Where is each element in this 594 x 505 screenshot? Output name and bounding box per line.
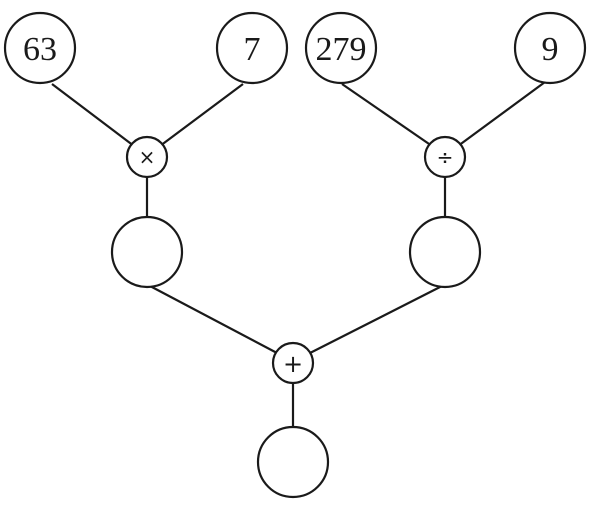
product-result-circle xyxy=(110,215,184,289)
input-circle-9 xyxy=(513,11,587,85)
divide-icon: ÷ xyxy=(437,145,454,169)
input-value-7: 7 xyxy=(244,31,261,68)
edges xyxy=(51,81,546,426)
edge-product-to-add xyxy=(149,285,278,354)
multiply-icon: × xyxy=(139,145,156,169)
add-operator-node: + xyxy=(271,341,315,385)
input-circle-7 xyxy=(215,11,289,85)
input-circle-63 xyxy=(3,11,77,85)
quotient-result-circle xyxy=(408,215,482,289)
input-value-63: 63 xyxy=(23,31,57,68)
sum-result-node xyxy=(256,425,330,499)
divide-operator-node: ÷ xyxy=(423,135,467,179)
multiply-operator-circle xyxy=(125,135,169,179)
edge-7-to-multiply xyxy=(159,83,244,147)
multiply-operator-node: × xyxy=(125,135,169,179)
input-node-63: 63 xyxy=(3,11,77,85)
add-operator-circle xyxy=(271,341,315,385)
quotient-result-node xyxy=(408,215,482,289)
input-node-7: 7 xyxy=(215,11,289,85)
edge-63-to-multiply xyxy=(51,83,135,147)
input-value-279: 279 xyxy=(316,31,367,68)
sum-result-circle xyxy=(256,425,330,499)
edge-9-to-divide xyxy=(457,81,546,147)
input-node-9: 9 xyxy=(513,11,587,85)
edge-279-to-divide xyxy=(341,83,433,147)
product-result-node xyxy=(110,215,184,289)
plus-icon: + xyxy=(283,350,303,378)
input-circle-279 xyxy=(304,11,378,85)
divide-operator-circle xyxy=(423,135,467,179)
input-value-9: 9 xyxy=(542,31,559,68)
edge-quotient-to-add xyxy=(309,285,443,354)
input-node-279: 279 xyxy=(304,11,378,85)
